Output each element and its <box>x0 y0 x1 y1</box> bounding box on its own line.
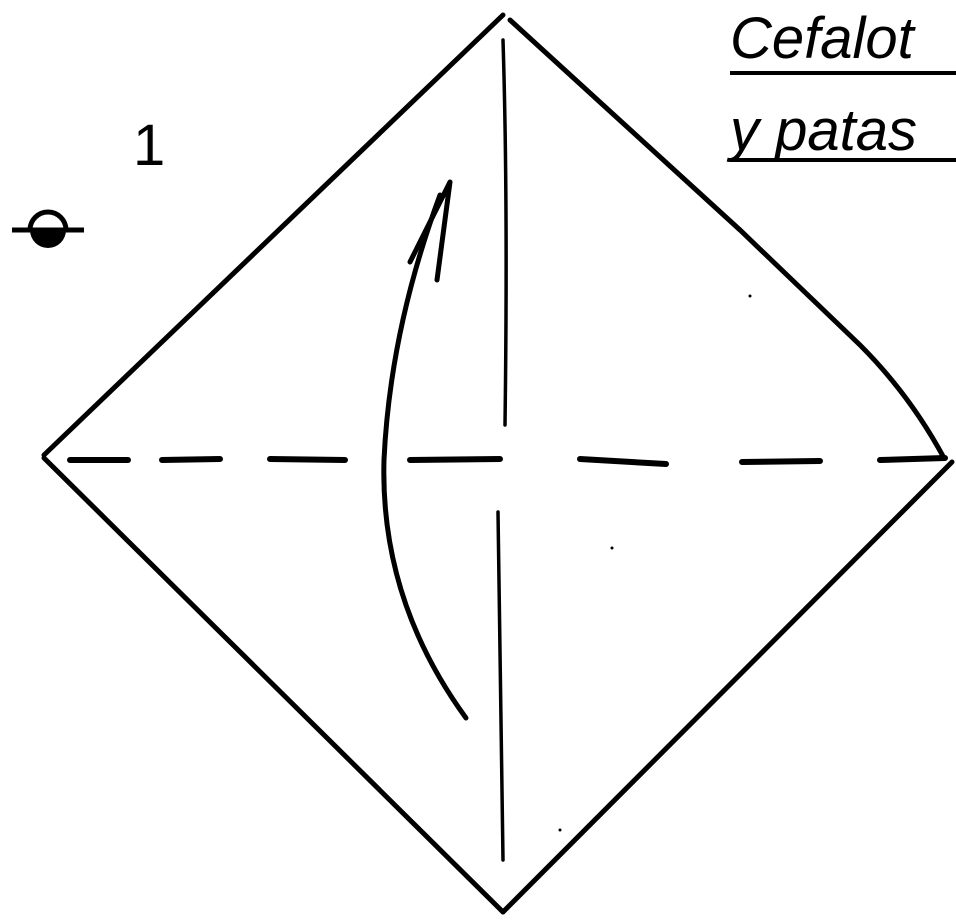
curved-arrow-icon <box>381 179 469 721</box>
paper-square-outline <box>41 12 955 915</box>
step-number: 1 <box>133 113 165 178</box>
scan-speck <box>558 294 752 832</box>
turn-over-icon <box>12 209 84 248</box>
title-line-1: Cefalot <box>730 6 917 71</box>
title-block: Cefalot y patas <box>726 6 956 163</box>
title-line-2: y patas <box>726 98 917 163</box>
vertical-crease <box>496 38 508 862</box>
valley-fold-line <box>67 455 948 467</box>
